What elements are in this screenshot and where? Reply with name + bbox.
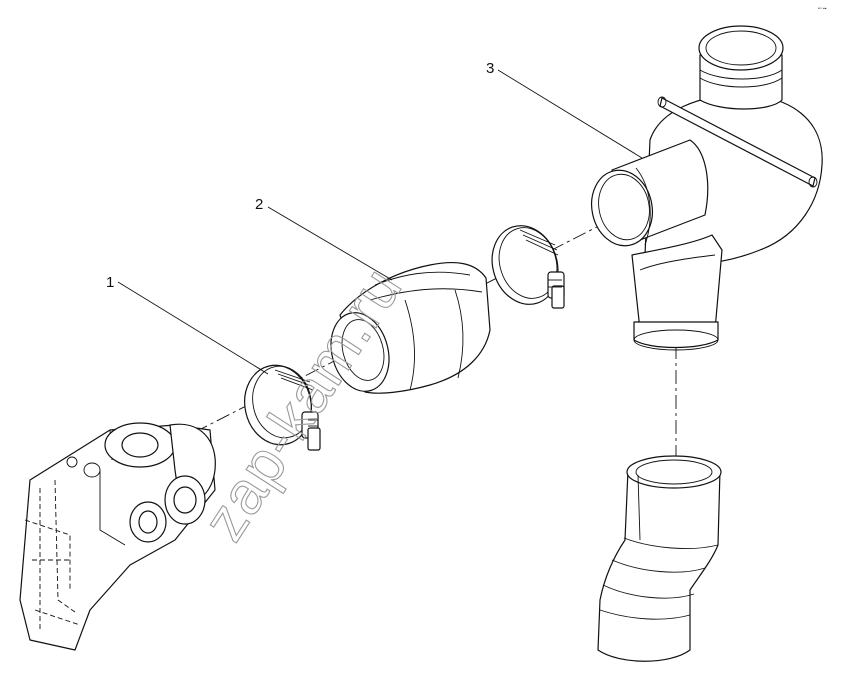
callout-3: 3 xyxy=(486,60,643,159)
watermark-text: zap-kam.ru xyxy=(190,256,415,553)
engine-housing-part xyxy=(19,422,216,651)
hose-connector-2 xyxy=(330,261,491,394)
thermostat-housing-3 xyxy=(591,25,823,351)
hose-clamp-2 xyxy=(491,225,565,309)
callout-label-1: 1 xyxy=(106,274,114,291)
callout-1: 1 xyxy=(106,274,269,375)
corner-mark: •ⁿ ▪▪ xyxy=(818,6,827,12)
callout-label-3: 3 xyxy=(486,60,494,77)
callout-2: 2 xyxy=(255,196,393,281)
hose-clamp-1 xyxy=(244,364,321,451)
callout-label-2: 2 xyxy=(255,196,263,213)
lower-hose xyxy=(597,455,722,662)
